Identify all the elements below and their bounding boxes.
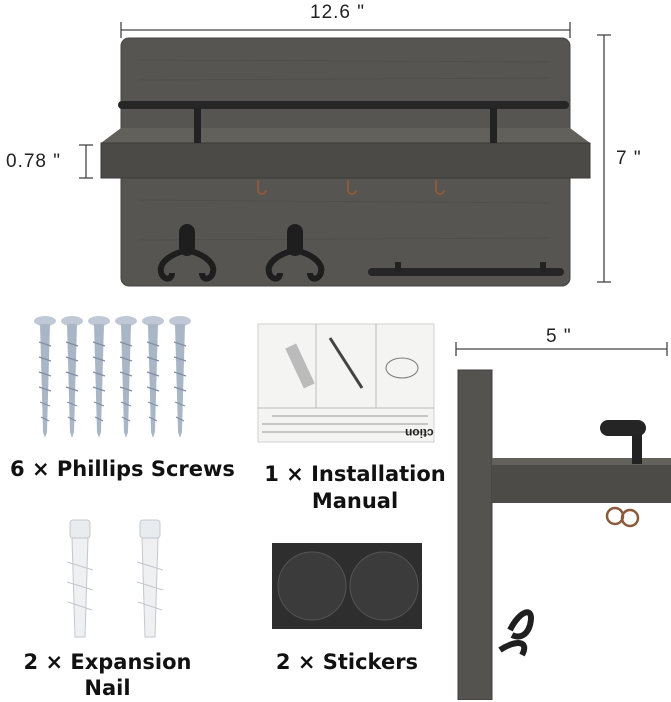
- front-view: [0, 0, 671, 300]
- screws-caption: 6 × Phillips Screws: [10, 457, 235, 481]
- top-rail: [118, 101, 569, 109]
- height-label: 7 ": [616, 148, 642, 169]
- stickers-caption: 2 × Stickers: [275, 650, 419, 674]
- screw-set: [34, 316, 191, 438]
- shelf-board: [101, 143, 590, 178]
- side-view: [440, 330, 671, 700]
- nails-caption-line2: Nail: [84, 676, 131, 700]
- thickness-label: 0.78 ": [6, 151, 62, 172]
- small-hooks: [257, 180, 445, 195]
- shelf-top: [101, 128, 590, 143]
- expansion-nail-left: [66, 519, 94, 638]
- manual-caption-line1: 1 × Installation: [264, 462, 446, 486]
- width-label: 12.6 ": [310, 2, 366, 23]
- manual-image-text: ction: [405, 426, 434, 440]
- manual-caption-line2: Manual: [311, 489, 399, 513]
- depth-dimension-line: [455, 342, 668, 356]
- depth-label: 5 ": [546, 326, 572, 347]
- manual-illustration: [252, 318, 442, 448]
- double-hook-right: [265, 224, 325, 282]
- double-hook-left: [157, 224, 217, 282]
- expansion-nail-right: [136, 519, 164, 638]
- shelf-front-illustration: [79, 22, 611, 287]
- stickers-illustration: [272, 543, 422, 633]
- side-back-panel: [458, 370, 492, 700]
- height-dimension-line: [597, 34, 611, 283]
- width-dimension-line: [120, 22, 571, 38]
- screws-illustration: [30, 312, 210, 442]
- shelf-side-illustration: [455, 342, 671, 700]
- bottom-bar: [368, 268, 564, 276]
- thickness-dimension-line: [79, 144, 93, 179]
- nails-caption-line1: 2 × Expansion: [23, 650, 192, 674]
- nails-illustration: [52, 512, 182, 647]
- side-shelf: [492, 465, 671, 503]
